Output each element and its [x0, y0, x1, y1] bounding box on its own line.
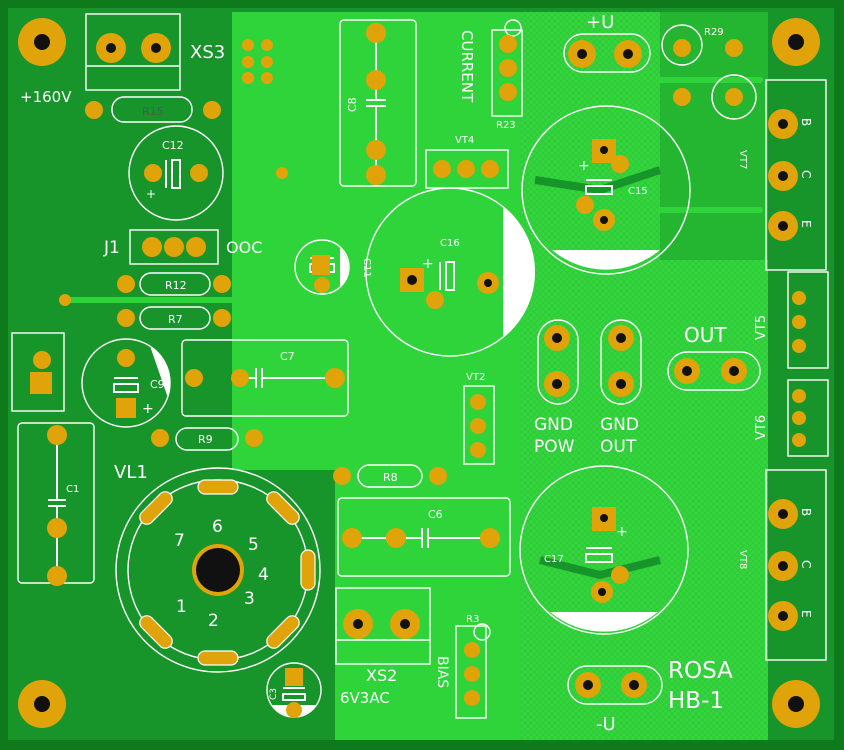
label-vt7-b: B [799, 118, 813, 126]
c11-polarity-band [340, 248, 349, 287]
c9-polarity-band [150, 346, 171, 398]
tube-socket-vl1 [139, 479, 316, 666]
label-vt8-b: B [799, 508, 813, 516]
silkscreen [11, 13, 829, 719]
label-pin-2: 2 [208, 611, 219, 631]
label-vl1: VL1 [114, 462, 148, 483]
label-c3: C3 [269, 688, 279, 700]
label-c11: C11 [361, 258, 372, 278]
label-c12: C12 [162, 139, 184, 152]
label-bias: BIAS [434, 656, 450, 688]
label-r23: R23 [496, 120, 516, 131]
label-out: OUT [684, 323, 727, 347]
c15-polarity-band [552, 250, 660, 270]
label-vt7: VT7 [737, 150, 748, 169]
label-r3: R3 [466, 614, 479, 625]
label-gnd-out-1: GND [600, 415, 639, 435]
label-plus-c9: + [142, 401, 154, 417]
label-c7: C7 [280, 350, 295, 363]
label-pin-4: 4 [258, 565, 269, 585]
label-hb1: HB-1 [668, 688, 724, 714]
label-pin-6: 6 [212, 517, 223, 537]
label-vt5: VT5 [754, 315, 769, 340]
label-pin-7: 7 [174, 531, 185, 551]
label-j1: J1 [103, 238, 120, 258]
label-vt8: VT8 [737, 550, 748, 569]
label-c9: C9 [150, 378, 165, 391]
label-6v3ac: 6V3AC [340, 689, 390, 707]
label-c8: C8 [346, 97, 359, 112]
copper-pour-top [232, 12, 520, 470]
label-gnd-out-2: OUT [600, 437, 637, 457]
label-r9: R9 [198, 433, 213, 446]
label-plus-c12: + [146, 187, 156, 201]
label-vt4: VT4 [455, 135, 474, 146]
label-plus-c17: + [616, 524, 628, 540]
label-xs3: XS3 [190, 42, 225, 63]
label-vt6: VT6 [754, 415, 769, 440]
pad-holes [34, 34, 804, 712]
label-vt7-c: C [799, 170, 813, 178]
label-vt7-e: E [799, 220, 813, 228]
label-r7: R7 [168, 313, 183, 326]
label-xs2: XS2 [366, 666, 397, 685]
label-r15: R15 [142, 105, 164, 118]
label-gnd-pow-2: POW [534, 437, 575, 457]
copper-pour-right-upper [660, 12, 768, 260]
c16-polarity-band [503, 206, 536, 338]
label-plus-c15: + [578, 158, 590, 174]
label-c6: C6 [428, 508, 443, 521]
label-r29: R29 [704, 27, 724, 38]
label-ooc: OOC [226, 238, 262, 257]
label-minus-u: -U [596, 714, 616, 735]
label-c17: C17 [544, 554, 564, 565]
label-pin-5: 5 [248, 535, 259, 555]
label-r8: R8 [383, 471, 398, 484]
trace-dark [534, 166, 662, 195]
label-160v: +160V [20, 88, 72, 106]
traces [62, 77, 763, 378]
c17-polarity-band [550, 612, 658, 632]
label-plus-c16: + [422, 256, 434, 272]
copper-pour-middle [335, 225, 520, 740]
label-rosa: ROSA [668, 658, 733, 684]
label-current: CURRENT [458, 30, 476, 103]
trace-dark-2 [539, 556, 661, 580]
label-vt8-e: E [799, 610, 813, 618]
label-c1: C1 [66, 484, 79, 495]
label-c16: C16 [440, 238, 460, 249]
label-plus-u: +U [586, 12, 614, 33]
label-vt2: VT2 [466, 372, 485, 383]
label-c15: C15 [628, 186, 648, 197]
label-pin-1: 1 [176, 597, 187, 617]
label-pin-3: 3 [244, 589, 255, 609]
label-vt8-c: C [799, 560, 813, 568]
square-pads [30, 139, 616, 686]
label-r12: R12 [165, 279, 187, 292]
label-gnd-pow-1: GND [534, 415, 573, 435]
